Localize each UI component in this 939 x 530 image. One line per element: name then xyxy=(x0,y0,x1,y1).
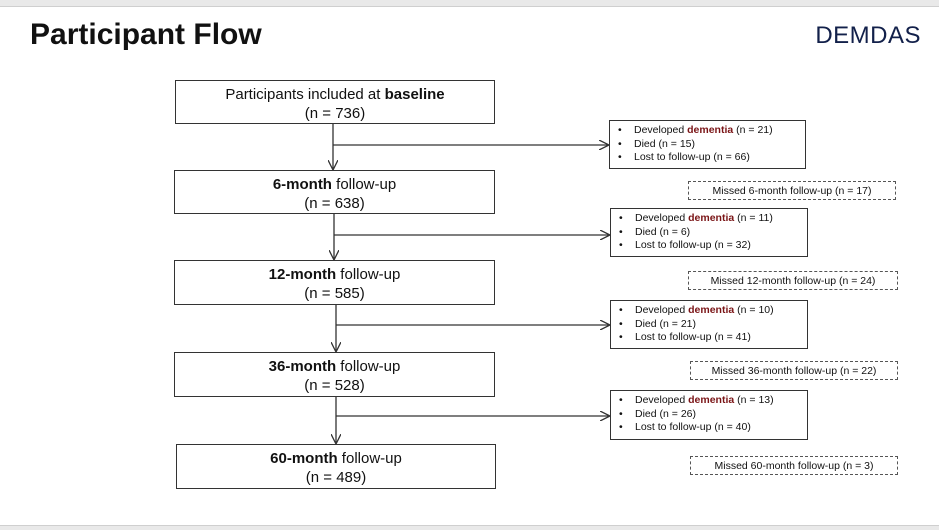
stage-count: (n = 736) xyxy=(304,105,366,122)
stage-label-bold: 60-month xyxy=(270,450,338,467)
stage-label-plain: Participants included at xyxy=(225,86,385,103)
outcome-lost: Lost to follow-up (n = 66) xyxy=(618,151,801,165)
stage-60-month: 60-month follow-up (n = 489) xyxy=(176,444,496,489)
outcome-died: Died (n = 6) xyxy=(619,226,803,240)
outcome-lost: Lost to follow-up (n = 41) xyxy=(619,331,803,345)
outcome-box-2: Developed dementia (n = 11) Died (n = 6)… xyxy=(610,208,808,257)
brand-logo-text: DEMDAS xyxy=(815,22,921,49)
stage-baseline: Participants included at baseline (n = 7… xyxy=(175,80,495,124)
dementia-label: dementia xyxy=(687,124,734,136)
stage-label-plain: follow-up xyxy=(337,450,402,467)
dementia-label: dementia xyxy=(688,394,735,406)
outcome-box-3: Developed dementia (n = 10) Died (n = 21… xyxy=(610,300,808,349)
stage-label-plain: follow-up xyxy=(336,266,401,283)
stage-label-plain: follow-up xyxy=(336,358,401,375)
stage-12-month: 12-month follow-up (n = 585) xyxy=(174,260,495,305)
stage-label-bold: baseline xyxy=(384,86,445,103)
outcome-dementia: Developed dementia (n = 21) xyxy=(618,124,801,138)
outcome-died: Died (n = 15) xyxy=(618,138,801,152)
outcome-lost: Lost to follow-up (n = 32) xyxy=(619,239,803,253)
stage-count: (n = 489) xyxy=(305,469,367,486)
stage-36-month: 36-month follow-up (n = 528) xyxy=(174,352,495,397)
outcome-dementia: Developed dementia (n = 11) xyxy=(619,212,803,226)
stage-label-bold: 36-month xyxy=(268,358,337,375)
stage-count: (n = 585) xyxy=(304,285,365,302)
missed-36-month: Missed 36-month follow-up (n = 22) xyxy=(690,361,898,380)
outcome-dementia: Developed dementia (n = 13) xyxy=(619,394,803,408)
outcome-box-4: Developed dementia (n = 13) Died (n = 26… xyxy=(610,390,808,440)
stage-label-bold: 12-month xyxy=(268,266,337,283)
missed-60-month: Missed 60-month follow-up (n = 3) xyxy=(690,456,898,475)
stage-label-plain: follow-up xyxy=(331,176,397,193)
stage-count: (n = 528) xyxy=(304,377,365,394)
stage-6-month: 6-month follow-up (n = 638) xyxy=(174,170,495,214)
outcome-died: Died (n = 21) xyxy=(619,318,803,332)
page-title: Participant Flow xyxy=(30,18,262,51)
dementia-label: dementia xyxy=(688,212,735,224)
outcome-died: Died (n = 26) xyxy=(619,408,803,422)
outcome-lost: Lost to follow-up (n = 40) xyxy=(619,421,803,435)
missed-12-month: Missed 12-month follow-up (n = 24) xyxy=(688,271,898,290)
outcome-dementia: Developed dementia (n = 10) xyxy=(619,304,803,318)
missed-6-month: Missed 6-month follow-up (n = 17) xyxy=(688,181,896,200)
stage-label-bold: 6-month xyxy=(272,176,332,193)
stage-count: (n = 638) xyxy=(304,195,365,212)
outcome-box-1: Developed dementia (n = 21) Died (n = 15… xyxy=(609,120,806,169)
dementia-label: dementia xyxy=(688,304,735,316)
